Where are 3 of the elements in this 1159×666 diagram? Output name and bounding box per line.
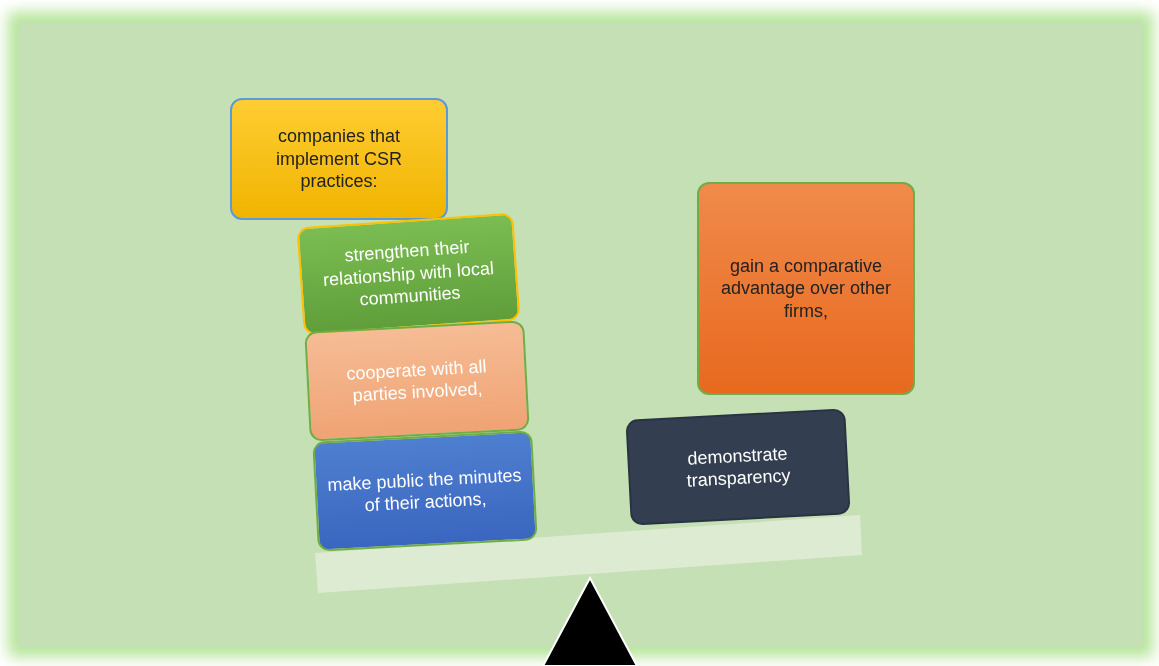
text-box: cooperate with all parties involved, bbox=[304, 320, 530, 442]
text-box: companies that implement CSR practices: bbox=[230, 98, 448, 220]
text-box: gain a comparative advantage over other firms, bbox=[697, 182, 915, 395]
